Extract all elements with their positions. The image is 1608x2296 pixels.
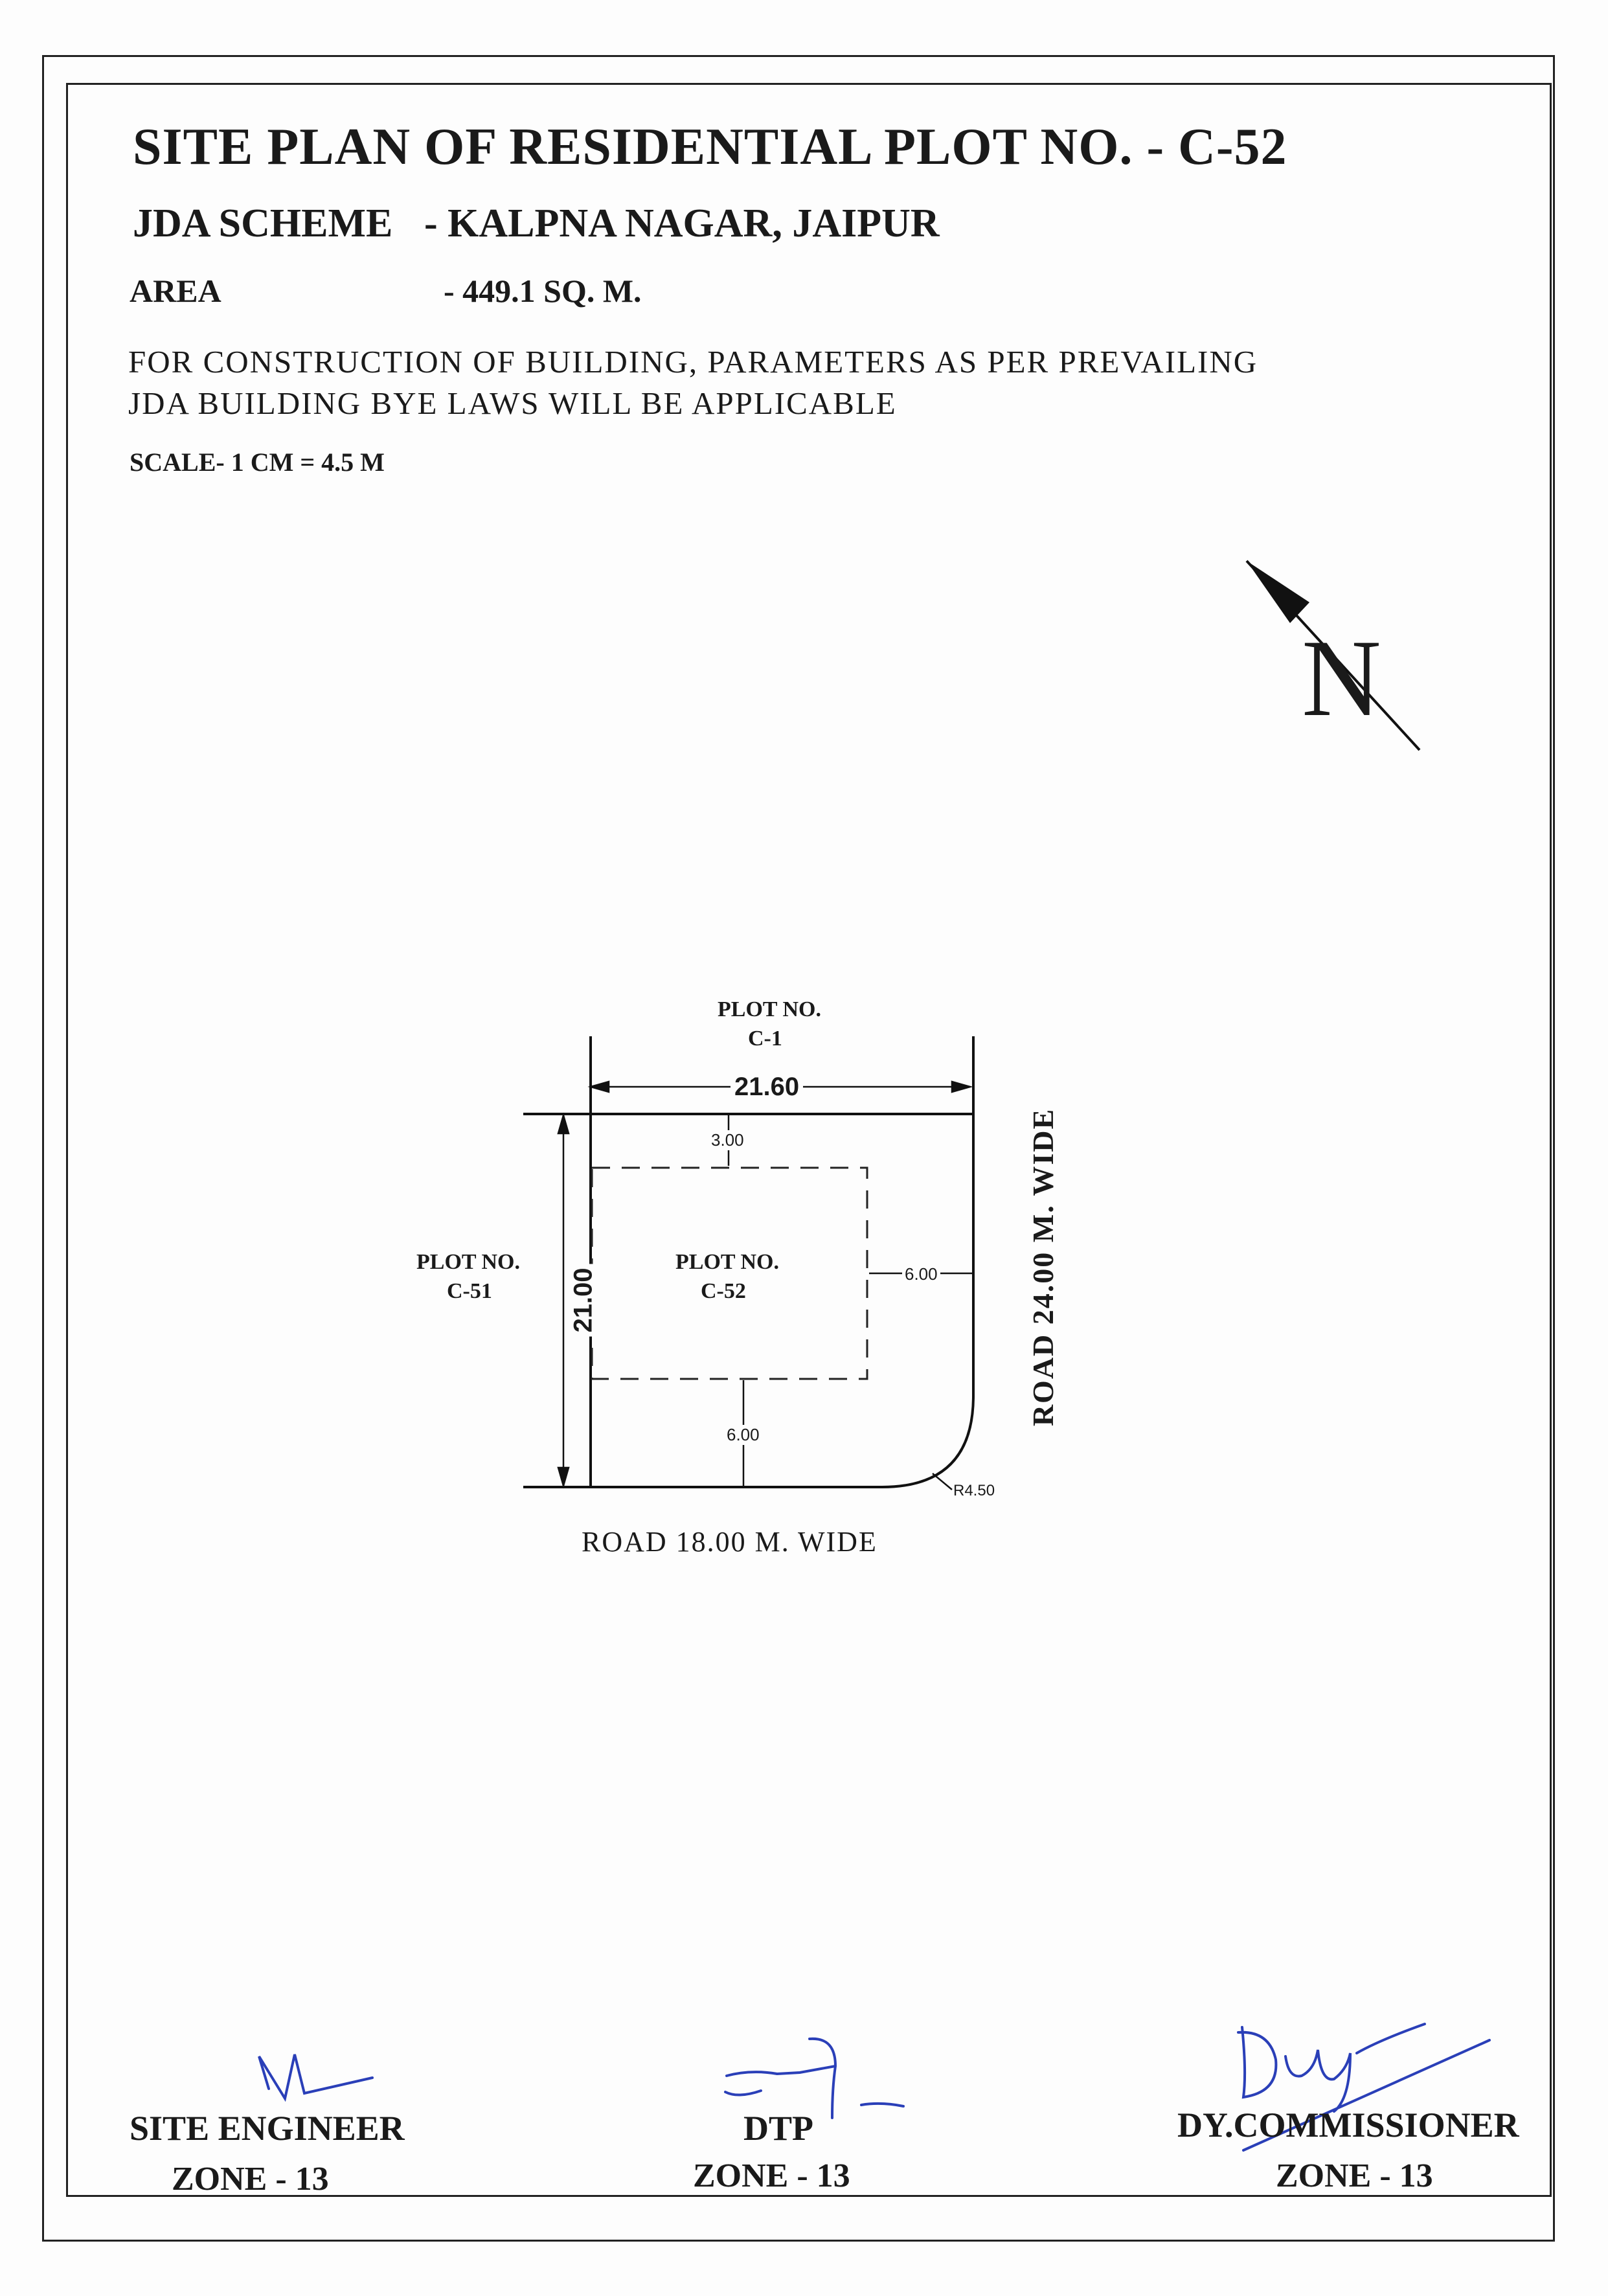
setback-bottom-label: 6.00	[727, 1425, 760, 1445]
page-border-inner	[66, 83, 1552, 2197]
scheme-value: - KALPNA NAGAR, JAIPUR	[424, 201, 940, 245]
setback-right-label: 6.00	[902, 1264, 940, 1284]
depth-dimension	[557, 1112, 570, 1489]
plot-left-line2: C-51	[447, 1279, 492, 1303]
area-label: AREA	[130, 273, 221, 309]
north-arrow-icon	[1245, 560, 1421, 751]
corner-radius-label: R4.50	[953, 1482, 995, 1499]
plot-left-line1: PLOT NO.	[416, 1250, 520, 1274]
dy-commissioner-signature	[1237, 2023, 1491, 2152]
plot-top-line2: C-1	[748, 1027, 782, 1051]
plot-main-line1: PLOT NO.	[675, 1250, 779, 1274]
setback-top-label: 3.00	[711, 1130, 744, 1150]
dtp-signature	[724, 2037, 905, 2119]
dim-width-label: 21.60	[730, 1073, 804, 1102]
page-border-outer	[42, 55, 1555, 2242]
dy-commissioner-zone: ZONE - 13	[1276, 2157, 1433, 2194]
note-line-2: JDA BUILDING BYE LAWS WILL BE APPLICABLE	[128, 385, 897, 421]
plot-boundary	[523, 1036, 975, 1488]
road-bottom-label: ROAD 18.00 M. WIDE	[582, 1526, 878, 1558]
document-title: SITE PLAN OF RESIDENTIAL PLOT NO. - C-52	[133, 119, 1287, 176]
site-engineer-signature	[258, 2054, 374, 2102]
plot-top-line1: PLOT NO.	[718, 997, 821, 1021]
area-value: - 449.1 SQ. M.	[444, 273, 642, 309]
north-label: N	[1302, 617, 1381, 739]
scale-note: SCALE- 1 CM = 4.5 M	[130, 448, 385, 477]
dtp-zone: ZONE - 13	[693, 2157, 850, 2194]
scheme-label: JDA SCHEME	[133, 201, 393, 245]
plot-main-line2: C-52	[701, 1279, 746, 1303]
dy-commissioner-title: DY.COMMISSIONER	[1177, 2106, 1519, 2144]
dtp-title: DTP	[743, 2109, 813, 2148]
note-line-1: FOR CONSTRUCTION OF BUILDING, PARAMETERS…	[128, 344, 1258, 380]
site-engineer-title: SITE ENGINEER	[130, 2109, 405, 2148]
site-engineer-zone: ZONE - 13	[172, 2161, 329, 2198]
